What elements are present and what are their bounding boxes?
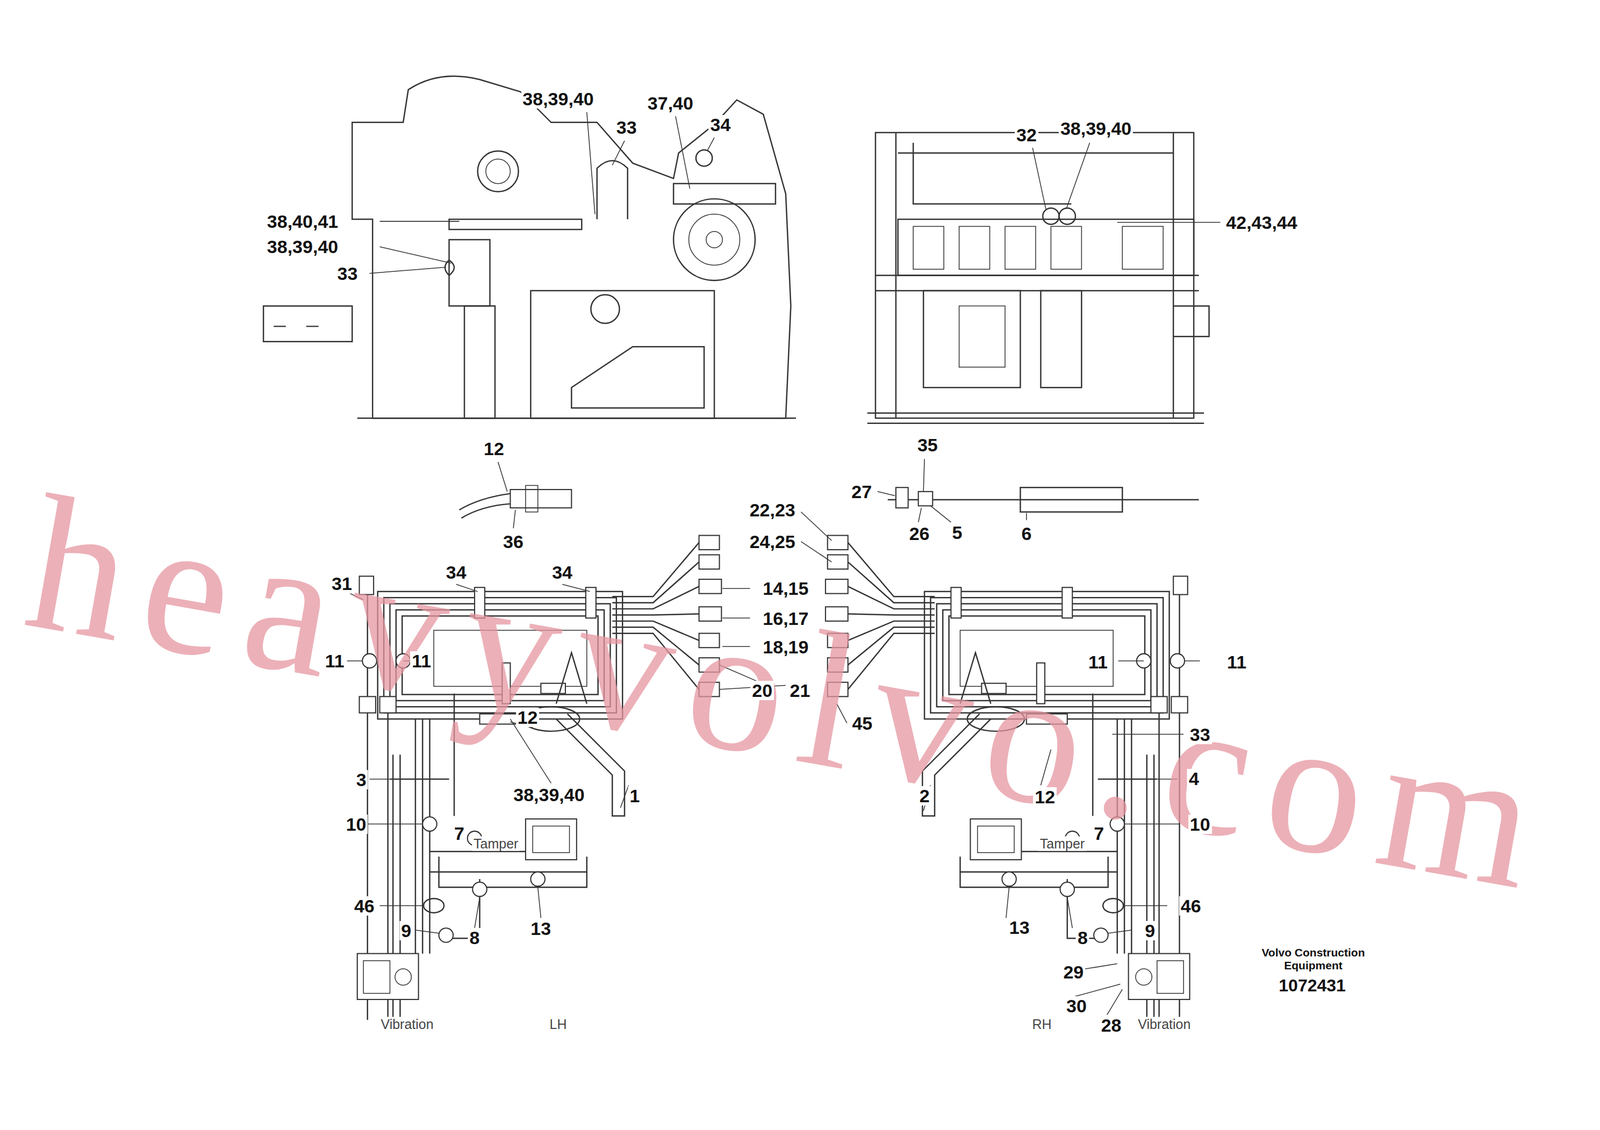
callout-number: 7: [1092, 823, 1106, 844]
callout-number: 12: [1032, 787, 1057, 807]
callout-number: 8: [467, 928, 482, 948]
callout-number: 38,40,41: [265, 211, 340, 232]
callout-number: 38,39,40: [265, 237, 340, 257]
callout-number: 5: [950, 522, 964, 543]
callout-number: 11: [323, 651, 347, 671]
callout-number: 3: [354, 770, 369, 790]
callout-number: 21: [788, 680, 813, 701]
callout-number: 35: [915, 435, 940, 455]
section-label: LH: [548, 1017, 569, 1032]
callout-number: 38,39,40: [511, 785, 586, 805]
callout-number: 33: [1188, 725, 1212, 745]
callout-number: 27: [849, 482, 874, 502]
section-label: Tamper: [1038, 836, 1087, 852]
callout-number: 45: [850, 713, 874, 734]
drawing-number: 1072431: [1276, 976, 1348, 995]
callout-number: 38,39,40: [1058, 118, 1133, 139]
callout-number: 34: [444, 562, 469, 583]
callout-number: 36: [501, 532, 526, 552]
callout-number: 11: [1225, 652, 1248, 672]
callout-number: 6: [1020, 524, 1034, 544]
callout-number: 29: [1061, 962, 1086, 982]
callout-number: 33: [614, 117, 639, 138]
callout-number: 37,40: [646, 93, 695, 113]
callout-number: 46: [352, 896, 377, 916]
callout-number: 31: [329, 574, 354, 594]
callout-number: 38,39,40: [520, 89, 595, 109]
callout-number: 46: [1179, 896, 1203, 916]
callout-number: 22,23: [748, 500, 798, 520]
callout-number: 4: [1187, 769, 1201, 789]
callout-number: 9: [399, 921, 413, 941]
callout-number: 11: [1086, 652, 1110, 672]
callout-number: 1: [627, 786, 642, 806]
callout-number: 10: [344, 814, 369, 835]
callout-number: 18,19: [761, 637, 810, 657]
brand-text: Volvo Construction Equipment: [1246, 945, 1380, 973]
callout-number: 20: [750, 680, 774, 701]
section-label: Tamper: [471, 836, 520, 852]
section-label: Vibration: [1136, 1017, 1193, 1032]
callout-number: 13: [1007, 917, 1032, 938]
callout-number: 12: [515, 707, 540, 728]
section-label: RH: [1030, 1017, 1053, 1032]
callout-number: 28: [1099, 1015, 1124, 1036]
section-label: Vibration: [378, 1017, 435, 1032]
callout-number: 7: [452, 823, 466, 844]
callout-number: 13: [528, 919, 553, 939]
callout-number: 12: [482, 439, 506, 459]
callout-number: 26: [907, 524, 932, 544]
callout-number: 33: [335, 263, 360, 284]
callout-number: 30: [1064, 996, 1089, 1016]
callout-number: 16,17: [761, 608, 810, 629]
callout-number: 2: [917, 786, 932, 806]
callout-number: 24,25: [748, 532, 798, 552]
callout-number: 8: [1075, 928, 1090, 948]
callout-number: 42,43,44: [1224, 212, 1299, 233]
callout-number: 9: [1143, 921, 1157, 941]
callout-number: 32: [1014, 125, 1039, 145]
callout-number: 34: [550, 562, 575, 583]
callout-number: 11: [410, 651, 433, 671]
callout-number: 10: [1188, 814, 1212, 835]
callout-number: 14,15: [761, 578, 810, 599]
callout-number: 34: [708, 115, 733, 135]
